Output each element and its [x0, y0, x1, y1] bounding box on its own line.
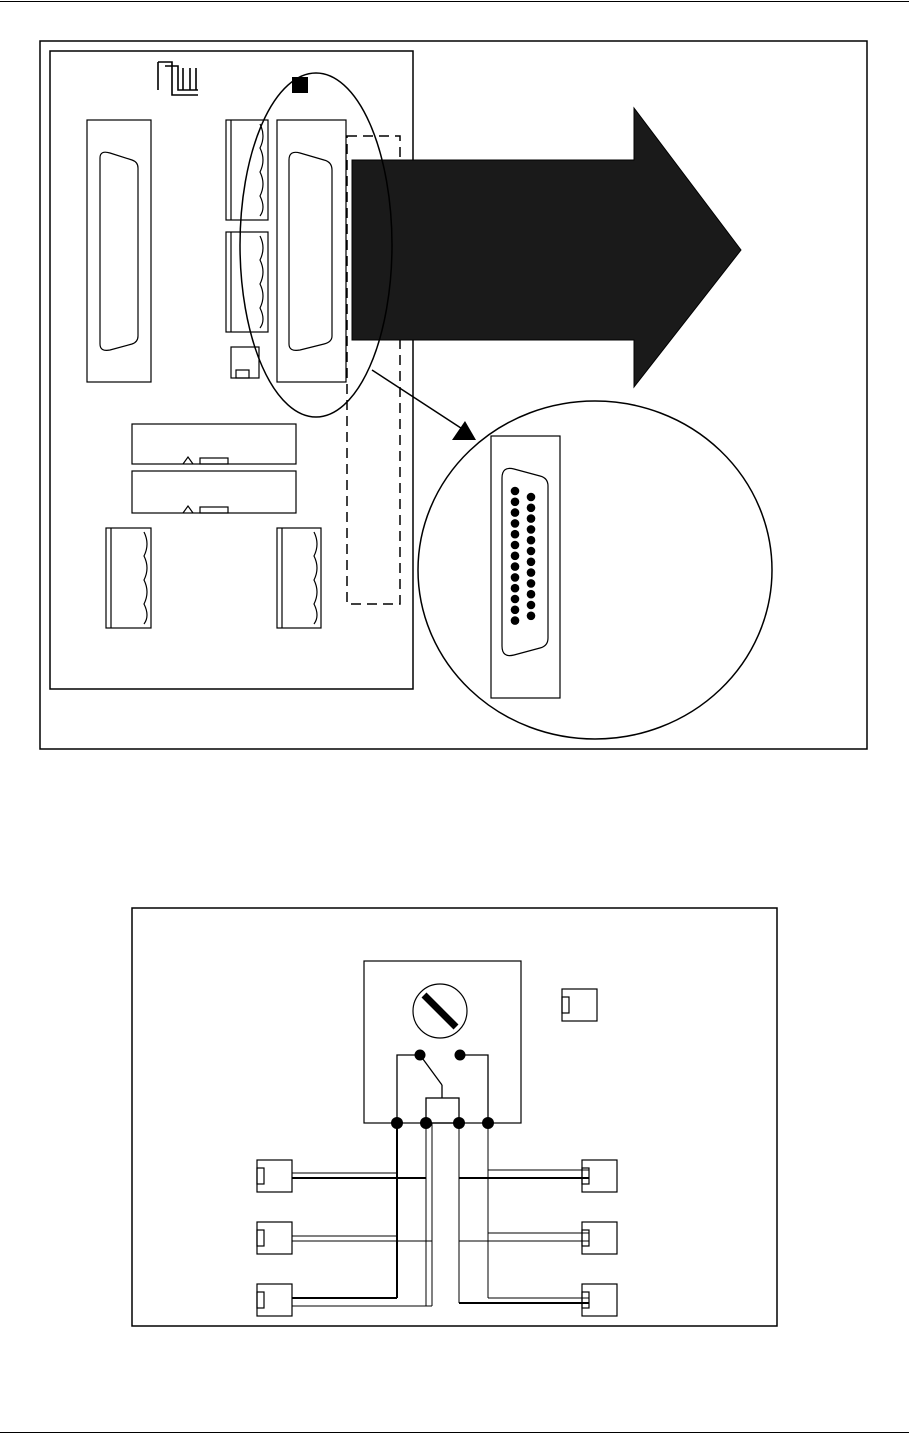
bus-wires [397, 1123, 488, 1306]
connector-pin [511, 530, 520, 539]
contact-node [415, 1050, 426, 1061]
figure-1 [40, 41, 867, 749]
terminal-block-4 [277, 528, 321, 628]
contact-node [455, 1050, 466, 1061]
ribbon-header-2 [132, 471, 296, 513]
connector-pin [511, 519, 520, 528]
connector-pin [511, 616, 520, 625]
small-jack [231, 347, 259, 378]
right-jack-wiring [459, 1170, 589, 1303]
connector-pin [527, 493, 536, 502]
right-jack-1 [582, 1160, 617, 1192]
connector-pin [511, 508, 520, 517]
logo-icon [158, 62, 198, 95]
connector-pin [511, 552, 520, 561]
right-jack-3 [582, 1284, 617, 1316]
right-jack-2 [582, 1222, 617, 1254]
connector-pin [511, 498, 520, 507]
connector-pin [527, 568, 536, 577]
figure-2 [132, 908, 777, 1326]
connector-pin [511, 573, 520, 582]
terminal-block-3 [106, 528, 151, 628]
left-jack-wiring [292, 1173, 432, 1306]
rj-jack-icon [562, 989, 597, 1021]
dsub-connector-left [87, 120, 151, 382]
rotary-switch-icon[interactable] [413, 984, 467, 1038]
connector-pin [511, 487, 520, 496]
dsub-connector-right [277, 120, 346, 382]
switch-contacts [397, 1055, 488, 1123]
connector-pin [511, 595, 520, 604]
ribbon-header-1 [132, 424, 296, 464]
zoom-callout-icon [372, 370, 476, 440]
connector-pin [527, 558, 536, 567]
left-jack-3 [257, 1284, 292, 1316]
figure-2-frame [132, 908, 777, 1326]
connector-pin [527, 536, 536, 545]
connector-pin [511, 541, 520, 550]
zoom-circle [418, 401, 772, 739]
connector-pin [511, 606, 520, 615]
connector-pin [527, 514, 536, 523]
signal-arrow-icon [352, 108, 741, 387]
connector-pin [511, 562, 520, 571]
switch-housing [364, 961, 521, 1123]
connector-pin [527, 504, 536, 513]
connector-pin [527, 579, 536, 588]
connector-pin [511, 584, 520, 593]
connector-pin [527, 547, 536, 556]
connector-pin [527, 612, 536, 621]
connector-pin [527, 601, 536, 610]
left-jack-1 [257, 1160, 292, 1192]
left-jack-2 [257, 1222, 292, 1254]
connector-pin [527, 525, 536, 534]
connector-pin [527, 590, 536, 599]
